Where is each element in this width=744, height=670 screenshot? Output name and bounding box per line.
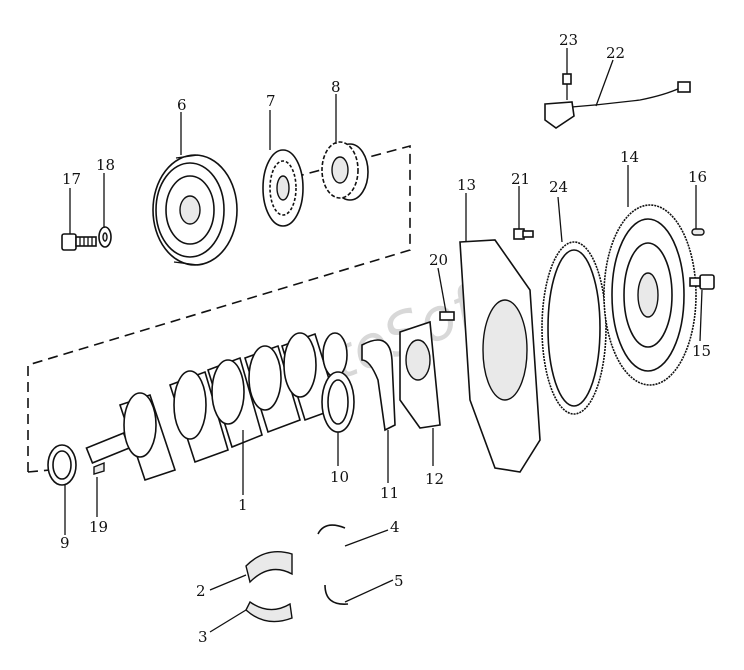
- callout-2: 2: [196, 582, 206, 600]
- callout-8: 8: [331, 78, 341, 96]
- callout-1: 1: [238, 496, 248, 514]
- crank-position-sensor: [544, 73, 691, 129]
- callout-4: 4: [390, 518, 400, 536]
- main-bearing-lower: [245, 600, 293, 623]
- flywheel-plate-bolt: [513, 228, 534, 240]
- callout-9: 9: [60, 534, 70, 552]
- callout-3: 3: [198, 628, 208, 646]
- callout-16: 16: [688, 168, 707, 186]
- timing-sprocket: [321, 141, 369, 201]
- pulley-bolt: [61, 233, 97, 251]
- callout-23: 23: [559, 31, 578, 49]
- callout-11: 11: [380, 484, 399, 502]
- main-bearing-upper: [245, 551, 293, 584]
- front-oil-seal: [47, 444, 77, 486]
- flywheel: [603, 204, 697, 386]
- flywheel-bolt: [689, 274, 715, 290]
- callout-15: 15: [692, 342, 711, 360]
- callout-19: 19: [89, 518, 108, 536]
- rear-seal-ring: [321, 371, 355, 433]
- trigger-wheel: [262, 149, 304, 227]
- callout-6: 6: [177, 96, 187, 114]
- callout-21: 21: [511, 170, 530, 188]
- rear-gasket: [361, 339, 396, 432]
- plate-bolt: [439, 311, 455, 321]
- thrust-washer-lower: [324, 584, 349, 605]
- crank-pulley: [152, 154, 238, 266]
- ring-gear: [541, 241, 607, 415]
- callout-17: 17: [62, 170, 81, 188]
- crankshaft: [85, 332, 348, 482]
- callout-13: 13: [457, 176, 476, 194]
- dowel-pin: [691, 228, 705, 236]
- leader-lines: [64, 48, 703, 633]
- thrust-washer-upper: [317, 524, 346, 535]
- callout-5: 5: [394, 572, 404, 590]
- callout-20: 20: [429, 251, 448, 269]
- woodruff-key: [93, 461, 105, 475]
- washer: [98, 226, 112, 248]
- rear-plate: [459, 239, 541, 473]
- callout-10: 10: [330, 468, 349, 486]
- callout-18: 18: [96, 156, 115, 174]
- callout-12: 12: [425, 470, 444, 488]
- callout-7: 7: [266, 92, 276, 110]
- callout-labels: 1 2 3 4 5 6 7 8 9 10 11 12 13 14 15 16 1…: [60, 31, 711, 646]
- callout-14: 14: [620, 148, 639, 166]
- callout-24: 24: [549, 178, 568, 196]
- oil-seal-housing: [399, 320, 441, 429]
- callout-22: 22: [606, 44, 625, 62]
